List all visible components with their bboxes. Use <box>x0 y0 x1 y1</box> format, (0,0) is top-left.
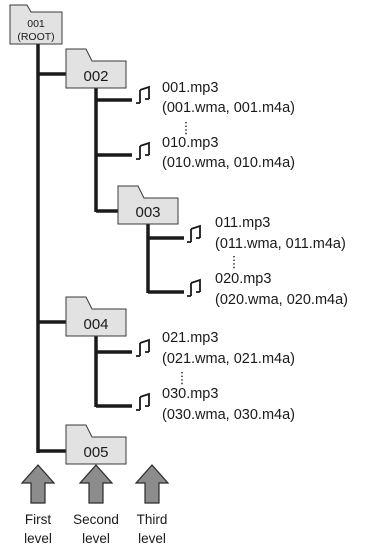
level-first-line2: level <box>24 531 52 546</box>
file-001[interactable]: 001.mp3 (001.wma, 001.m4a) <box>136 80 295 116</box>
file-011[interactable]: 011.mp3 (011.wma, 011.m4a) <box>187 215 346 252</box>
level-third: Third level <box>134 464 170 546</box>
level-second: Second level <box>73 464 119 546</box>
level-second-line2: level <box>82 531 110 546</box>
file-021[interactable]: 021.mp3 (021.wma, 021.m4a) <box>136 330 295 367</box>
folder-root[interactable]: 001 (ROOT) <box>9 4 63 45</box>
folder-002[interactable]: 002 <box>65 48 127 89</box>
level-first-line1: First <box>25 512 51 527</box>
level-third-line2: level <box>138 531 166 546</box>
music-note-icon <box>187 278 201 297</box>
folder-003-label: 003 <box>135 204 160 221</box>
level-second-line1: Second <box>73 512 119 527</box>
folder-icon <box>65 424 127 465</box>
music-note-icon <box>136 85 150 104</box>
level-first: First level <box>20 464 56 546</box>
folder-root-line1: 001 <box>27 18 45 30</box>
up-arrow-icon <box>134 464 170 504</box>
file-030-name: 030.mp3 <box>162 386 218 402</box>
up-arrow-icon <box>20 464 56 504</box>
folder-004[interactable]: 004 <box>65 296 127 337</box>
file-020-name: 020.mp3 <box>215 271 271 287</box>
folder-004-label: 004 <box>83 316 108 333</box>
folder-icon <box>117 185 179 225</box>
file-011-name: 011.mp3 <box>215 215 270 231</box>
folder-icon <box>65 296 127 337</box>
up-arrow-icon <box>78 464 114 504</box>
file-001-name: 001.mp3 <box>162 80 218 96</box>
folder-005-label: 005 <box>83 444 108 461</box>
level-third-line1: Third <box>137 512 168 527</box>
file-010-alt: (010.wma, 010.m4a) <box>162 155 295 171</box>
music-note-icon <box>136 338 150 357</box>
folder-icon <box>9 4 63 45</box>
file-030-alt: (030.wma, 030.m4a) <box>162 407 295 423</box>
folder-005[interactable]: 005 <box>65 424 127 465</box>
file-021-alt: (021.wma, 021.m4a) <box>162 351 295 367</box>
music-note-icon <box>136 392 150 411</box>
file-021-name: 021.mp3 <box>162 330 218 346</box>
folder-root-line2: (ROOT) <box>17 31 54 43</box>
folder-icon <box>65 48 127 89</box>
folder-002-label: 002 <box>83 68 108 85</box>
music-note-icon <box>187 224 201 243</box>
file-030[interactable]: 030.mp3 (030.wma, 030.m4a) <box>136 386 295 423</box>
file-001-alt: (001.wma, 001.m4a) <box>162 100 295 116</box>
file-010[interactable]: 010.mp3 (010.wma, 010.m4a) <box>136 135 295 171</box>
file-020[interactable]: 020.mp3 (020.wma, 020.m4a) <box>187 271 348 308</box>
music-note-icon <box>136 141 150 160</box>
file-010-name: 010.mp3 <box>162 135 218 151</box>
tree-lines <box>36 44 184 453</box>
file-011-alt: (011.wma, 011.m4a) <box>215 236 346 252</box>
folder-003[interactable]: 003 <box>117 185 179 225</box>
file-020-alt: (020.wma, 020.m4a) <box>215 292 348 308</box>
